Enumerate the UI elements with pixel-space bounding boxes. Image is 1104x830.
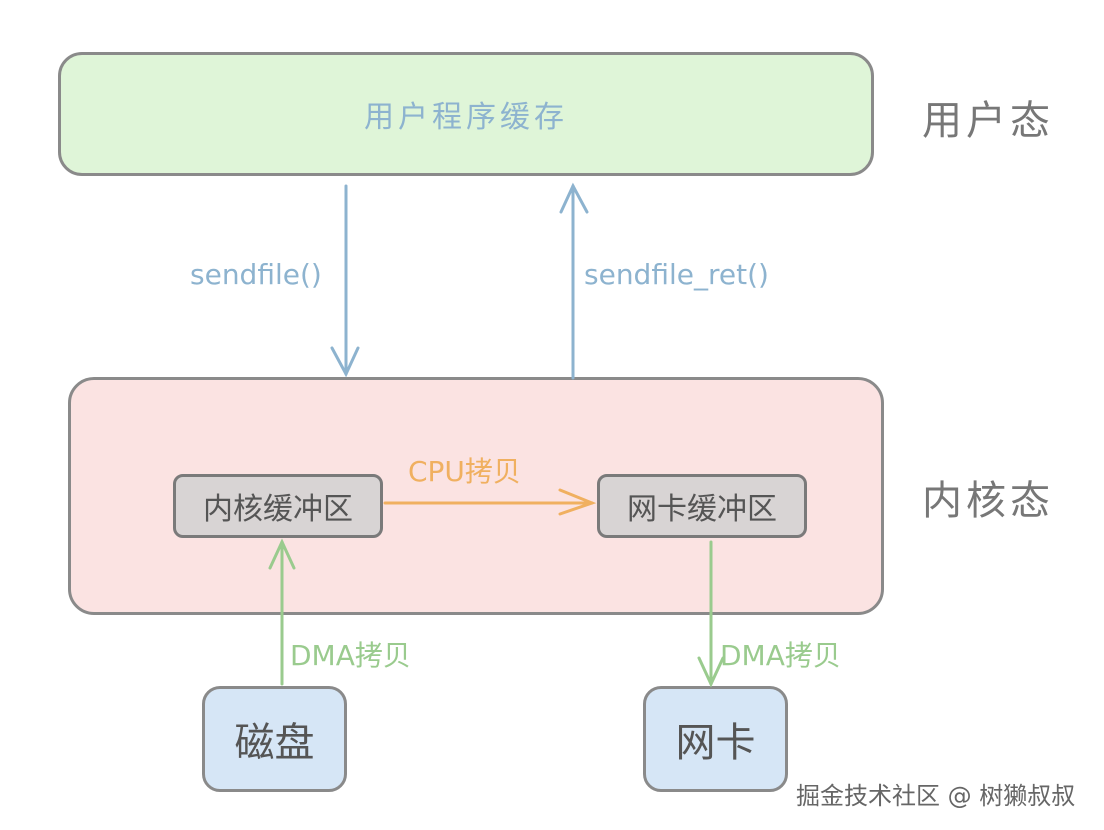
dma-copy-left-label: DMA拷贝 [290, 639, 411, 672]
nic-box: 网卡 [643, 686, 788, 792]
user-program-buffer-label: 用户程序缓存 [364, 100, 568, 135]
dma-copy-left-arrow [268, 538, 296, 686]
nic-buffer-label: 网卡缓冲区 [627, 492, 777, 527]
user-mode-label: 用户态 [922, 98, 1054, 144]
cpu-copy-label: CPU拷贝 [408, 455, 521, 488]
kernel-mode-label: 内核态 [922, 478, 1054, 524]
nic-label: 网卡 [675, 720, 756, 766]
dma-copy-right-label: DMA拷贝 [720, 639, 841, 672]
disk-label: 磁盘 [234, 720, 315, 766]
sendfile-arrow [330, 184, 360, 378]
dma-copy-right-arrow [697, 540, 725, 688]
cpu-copy-arrow [383, 488, 597, 516]
sendfile-return-label: sendfile_ret() [584, 258, 769, 291]
sendfile-ret-arrow [559, 182, 589, 380]
kernel-buffer-label: 内核缓冲区 [203, 492, 353, 527]
disk-box: 磁盘 [202, 686, 347, 792]
user-program-buffer-box: 用户程序缓存 [58, 52, 874, 176]
nic-buffer-box: 网卡缓冲区 [597, 474, 807, 538]
sendfile-call-label: sendfile() [190, 258, 322, 291]
watermark-text: 掘金技术社区 @ 树獭叔叔 [796, 782, 1076, 810]
kernel-buffer-box: 内核缓冲区 [173, 474, 383, 538]
